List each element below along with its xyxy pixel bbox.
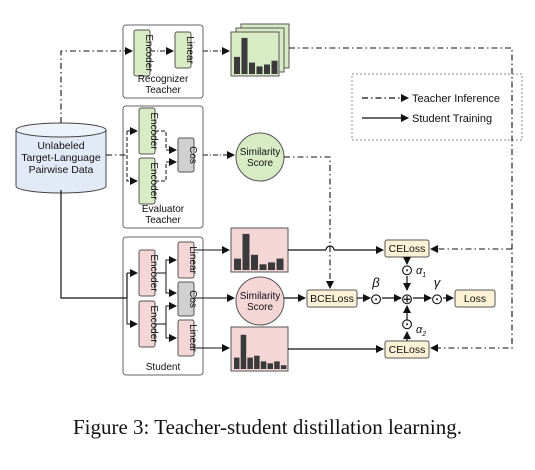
plus-operator: ⊕	[401, 291, 414, 308]
student-block: Encoder Encoder Linear Cos Linear Studen…	[122, 236, 204, 376]
histogram-bar	[254, 355, 260, 369]
histogram-bar	[274, 361, 280, 369]
student-training-edges	[60, 190, 454, 353]
histogram-bar	[276, 258, 284, 270]
student-linear-top	[177, 241, 195, 279]
histogram-bar	[271, 60, 278, 74]
student-linear-bottom-label: Linear	[187, 324, 198, 352]
alpha2-label: α2	[416, 324, 426, 338]
beta-label: β	[371, 275, 380, 290]
celoss-bottom-label: CELoss	[389, 344, 426, 356]
legend: Teacher Inference Student Training	[351, 73, 523, 141]
operators: ⊙ ⊕ ⊙ ⊙ ⊙ β γ α1 α2	[370, 262, 444, 338]
celoss-bottom: CELoss	[384, 340, 430, 359]
bceloss-label: BCELoss	[310, 293, 354, 305]
evaluator-cos	[177, 137, 195, 173]
legend-student-training: Student Training	[412, 113, 492, 125]
student-encoder-top-label: Encoder	[148, 254, 159, 292]
student-cos-label: Cos	[187, 290, 198, 308]
evaluator-cos-label: Cos	[187, 146, 198, 164]
histogram-bar	[251, 254, 258, 270]
bceloss: BCELoss	[306, 289, 358, 308]
recognizer-histogram	[230, 23, 290, 77]
recognizer-encoder	[133, 29, 151, 77]
legend-teacher-inference: Teacher Inference	[412, 93, 500, 105]
recognizer-linear-label: Linear	[184, 36, 195, 64]
histogram-bar	[260, 361, 267, 369]
histogram-bar	[234, 56, 240, 74]
histogram-bar	[242, 233, 250, 270]
student-encoder-bottom-label: Encoder	[148, 305, 159, 343]
histogram-bar	[264, 64, 270, 74]
histogram-bar	[234, 357, 240, 369]
teacher-inference-edges	[60, 47, 513, 352]
dot-operator-beta: ⊙	[370, 291, 383, 308]
histogram-bar	[234, 258, 241, 270]
gamma-label: γ	[434, 275, 442, 290]
figure-caption: Figure 3: Teacher-student distillation l…	[72, 415, 463, 439]
total-loss: Loss	[454, 289, 496, 308]
alpha1-label: α1	[416, 265, 426, 279]
evaluator-encoder-bottom-label: Encoder	[148, 162, 159, 200]
student-linear-top-label: Linear	[187, 246, 198, 274]
evaluator-encoder-top-label: Encoder	[148, 112, 159, 150]
student-linear-bottom	[177, 319, 195, 357]
histogram-bar	[268, 262, 275, 270]
histogram-bar	[247, 357, 253, 369]
histogram-bar	[256, 66, 263, 74]
dot-operator-alpha1: ⊙	[401, 262, 414, 279]
celoss-top: CELoss	[384, 239, 430, 258]
recognizer-encoder-label: Encoder	[143, 34, 154, 72]
histogram-bar	[259, 264, 267, 270]
student-cos	[177, 281, 195, 317]
total-loss-label: Loss	[464, 293, 486, 305]
histogram-bar	[267, 363, 273, 369]
histogram-bar	[240, 334, 247, 369]
student-label: Student	[146, 362, 181, 373]
student-bottom-histogram	[230, 326, 289, 372]
histogram-bar	[241, 37, 248, 74]
histogram-bar	[280, 365, 287, 369]
dot-operator-gamma: ⊙	[431, 291, 444, 308]
histogram-bar	[249, 62, 255, 74]
student-top-histogram	[230, 227, 289, 273]
recognizer-linear	[174, 31, 192, 69]
celoss-top-label: CELoss	[389, 243, 426, 255]
dot-operator-alpha2: ⊙	[401, 316, 414, 333]
